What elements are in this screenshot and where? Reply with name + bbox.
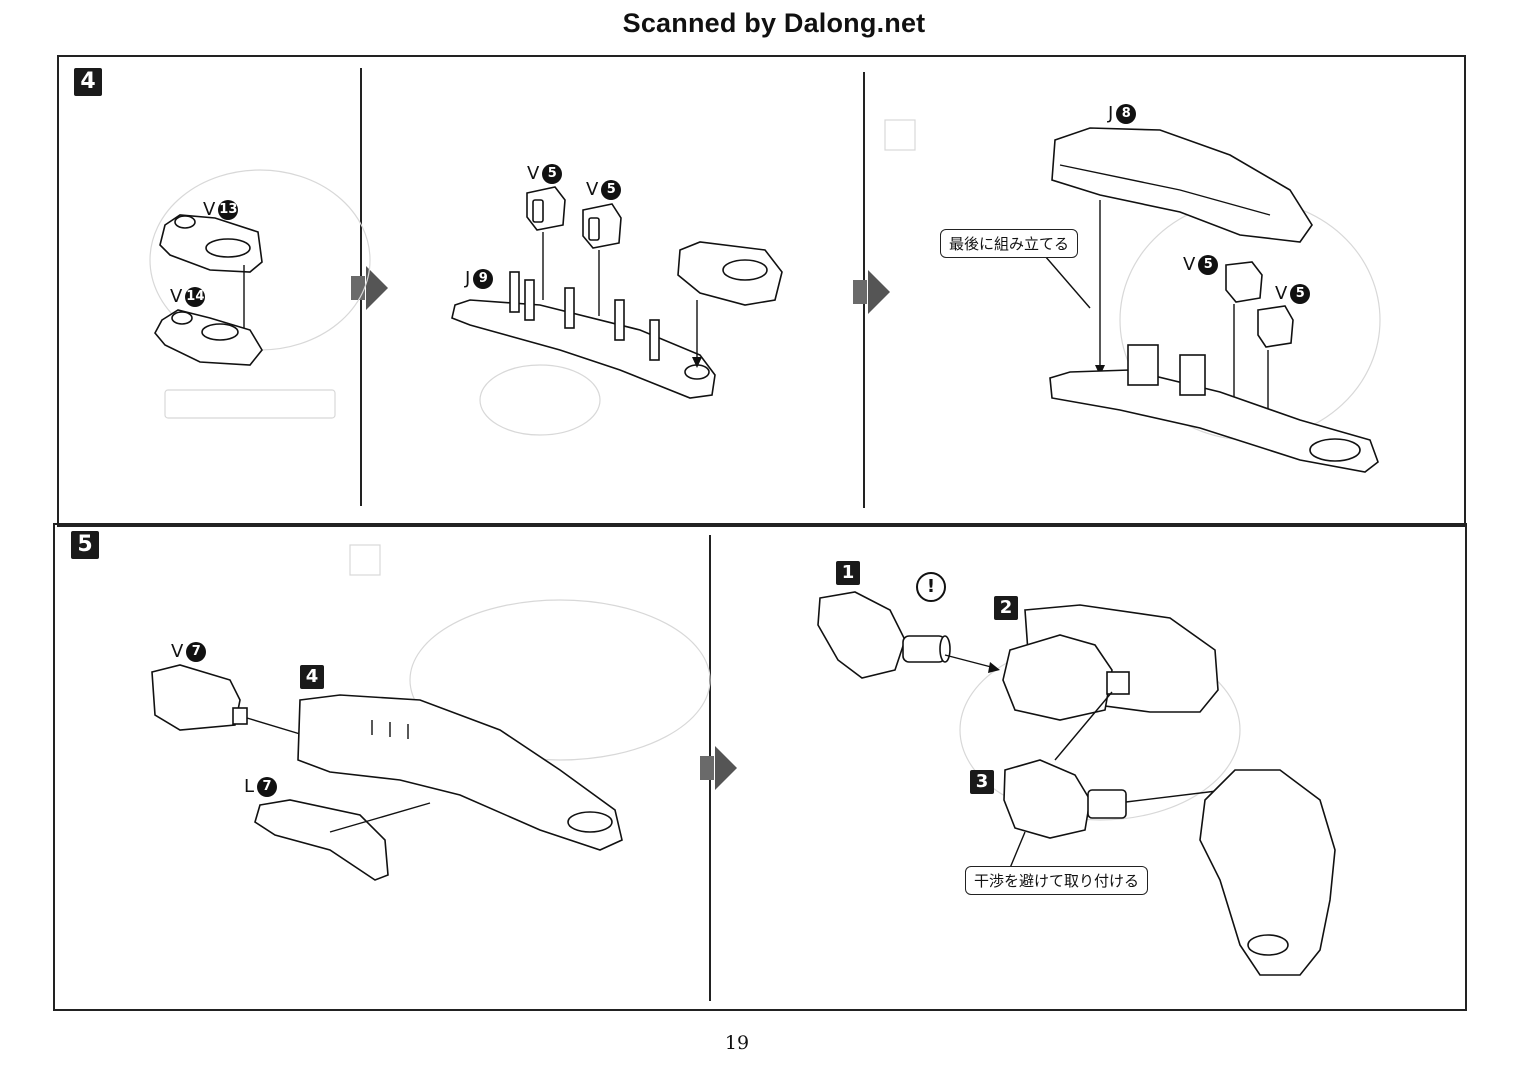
step-5-panel	[53, 523, 1467, 1011]
scan-watermark-title: Scanned by Dalong.net	[622, 8, 926, 38]
part-v5-drawing	[582, 203, 622, 249]
part-v14-drawing	[154, 309, 263, 366]
step-5-number: 5	[71, 531, 99, 559]
sub-step-1-marker: 1	[836, 561, 860, 585]
part-v5-drawing	[1225, 261, 1263, 303]
part-v7-drawing	[151, 664, 248, 731]
sub-2-shoulder-armor-drawing	[1002, 604, 1219, 721]
warning-icon: !	[916, 572, 946, 602]
part-v5-drawing	[1257, 305, 1294, 348]
assembled-arm-drawing	[1199, 769, 1336, 976]
part-j9-frame-drawing	[451, 271, 716, 399]
part-v5-drawing	[526, 186, 566, 231]
subassembly-4-drawing	[297, 694, 623, 851]
part-j8-cover-drawing	[1051, 127, 1313, 243]
assembled-frame-drawing	[1049, 344, 1379, 473]
assemble-last-callout: 最後に組み立てる	[940, 229, 1079, 258]
subassembly-4-marker: 4	[300, 665, 324, 689]
page-number: 19	[724, 1032, 750, 1054]
step-4-panel	[57, 55, 1466, 527]
sub-1-shoulder-joint-drawing	[817, 591, 951, 679]
part-v13-drawing	[159, 214, 263, 273]
sub-step-3-marker: 3	[970, 770, 994, 794]
step-4-number: 4	[74, 68, 102, 96]
part-l7-drawing	[254, 799, 389, 881]
avoid-interference-callout: 干渉を避けて取り付ける	[965, 866, 1149, 895]
sub-step-2-marker: 2	[994, 596, 1018, 620]
sub-3-upper-arm-drawing	[1003, 759, 1127, 839]
part-hip-joint-drawing	[677, 241, 783, 306]
